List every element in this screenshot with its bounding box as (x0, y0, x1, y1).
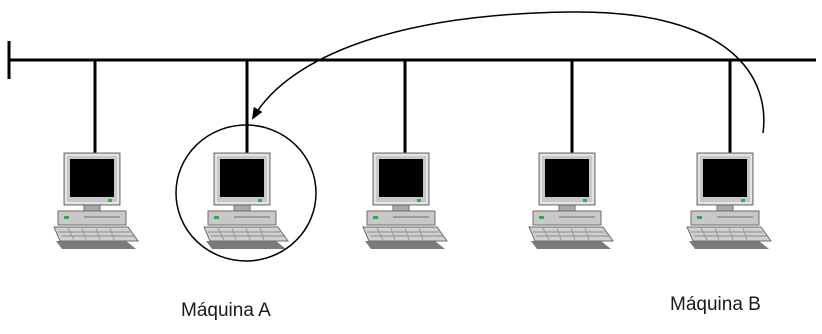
machine-b-label: Máquina B (670, 294, 761, 315)
computer-icon (53, 152, 139, 250)
highlight-circle (175, 124, 317, 262)
computer-icon (203, 152, 289, 250)
computer-icon (362, 152, 448, 250)
arrow-icon (251, 11, 765, 134)
machine-a-label: Máquina A (181, 300, 271, 321)
computer-icon (686, 152, 772, 250)
computer-icon (528, 152, 614, 250)
